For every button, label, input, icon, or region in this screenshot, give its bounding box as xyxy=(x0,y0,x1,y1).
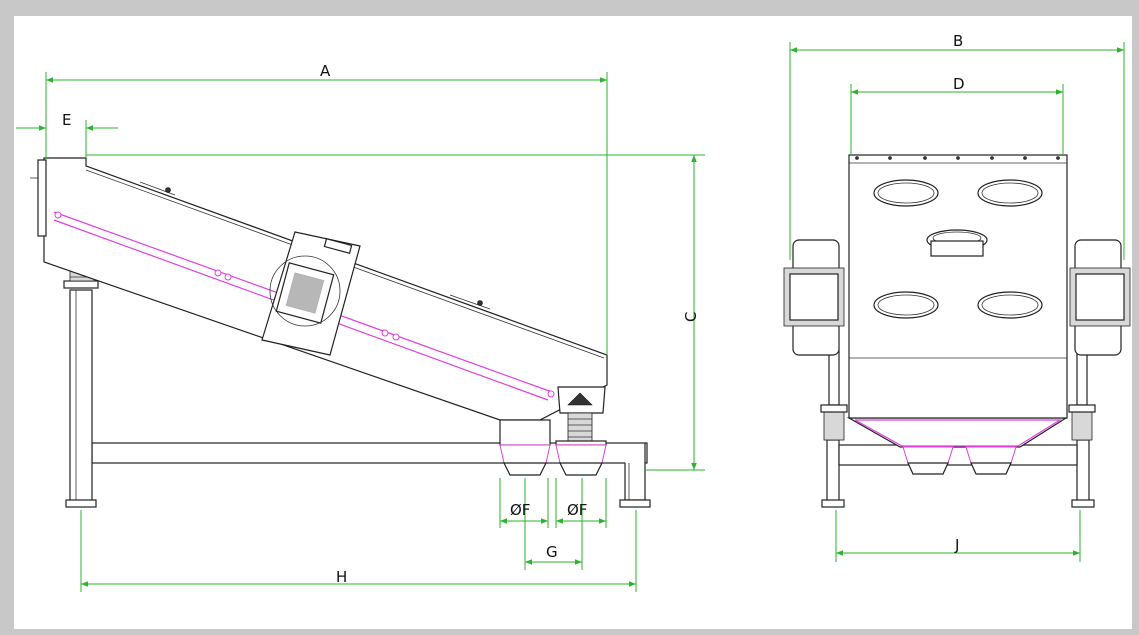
dimension-label-f1: ØF xyxy=(510,501,530,519)
outlet-spouts xyxy=(499,419,607,476)
dimension-label-e: E xyxy=(62,111,71,129)
front-view xyxy=(783,154,1131,508)
front-dimensions xyxy=(789,42,1125,562)
side-dimensions xyxy=(16,72,705,592)
dimension-label-j: J xyxy=(954,536,959,554)
dimension-label-f2: ØF xyxy=(567,501,587,519)
dimension-label-a: A xyxy=(320,62,331,80)
dimension-label-g: G xyxy=(546,543,558,561)
dimension-label-c: C xyxy=(682,312,700,322)
dimension-label-b: B xyxy=(953,32,963,50)
dimension-label-d: D xyxy=(953,75,965,93)
dimension-label-h: H xyxy=(336,568,347,586)
vibration-motor xyxy=(261,231,361,356)
side-view xyxy=(30,157,651,508)
support-frame xyxy=(63,280,651,508)
right-spring-mount xyxy=(557,386,606,442)
